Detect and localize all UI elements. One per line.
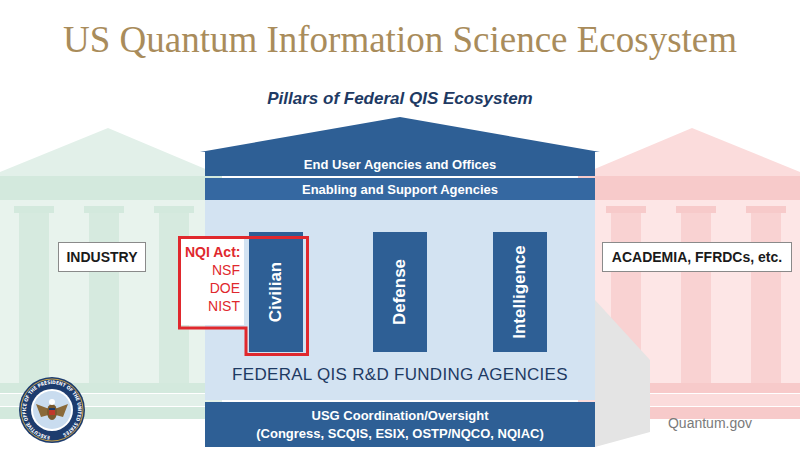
roof [200, 117, 600, 152]
callout-heading: NQI Act: [185, 243, 240, 261]
source-wrap: Quantum.gov [640, 414, 780, 432]
source-url: Quantum.gov [668, 415, 752, 431]
end-user-band: End User Agencies and Offices [205, 152, 595, 176]
coordination-band: USG Coordination/Oversight(Congress, SCQ… [205, 402, 595, 447]
decoration [0, 128, 222, 176]
decoration [21, 379, 83, 441]
decoration [49, 408, 55, 415]
funding-label: FEDERAL QIS R&D FUNDING AGENCIES [232, 365, 568, 385]
decoration [33, 391, 71, 429]
coordination-label: (Congress, SCQIS, ESIX, OSTP/NQCO, NQIAC… [256, 425, 544, 443]
eop-seal: EXECUTIVE OFFICE OF THE PRESIDENT OF THE… [19, 377, 85, 443]
nqi-act-callout: NQI Act:NSF DOE NIST Civilian [178, 236, 309, 356]
defense-pillar: Defense [373, 232, 427, 352]
funding-agencies-panel: FEDERAL QIS R&D FUNDING AGENCIESNQI Act:… [205, 200, 595, 400]
decoration [676, 206, 716, 213]
agency-list: NSF DOE NIST [204, 261, 240, 315]
decoration [578, 128, 800, 176]
title: US Quantum Information Science Ecosystem [63, 18, 737, 61]
callout-panel: NQI Act:NSF DOE NIST [181, 239, 244, 325]
decoration [19, 377, 85, 443]
band-label: End User Agencies and Offices [304, 157, 496, 172]
decoration [746, 206, 786, 213]
decoration [47, 404, 57, 420]
seal-text: EXECUTIVE OFFICE OF THE PRESIDENT OF THE… [21, 379, 83, 441]
decoration [49, 399, 55, 405]
band-label: Enabling and Support Agencies [302, 182, 498, 197]
decoration [19, 213, 49, 383]
decoration [154, 206, 194, 213]
enabling-band: Enabling and Support Agencies [205, 178, 595, 200]
callout-outline [178, 236, 309, 356]
civilian-pillar: Civilian [249, 232, 303, 352]
decoration [681, 213, 711, 383]
box-label: INDUSTRY [66, 249, 137, 265]
pillar-label: Intelligence [510, 245, 530, 339]
industry-box: INDUSTRY [58, 242, 146, 272]
decoration [751, 213, 781, 383]
intelligence-pillar: Intelligence [493, 232, 547, 352]
decoration [89, 213, 119, 383]
academia-box: ACADEMIA, FFRDCs, etc. [602, 242, 792, 272]
seal-text: EXECUTIVE OFFICE OF THE PRESIDENT OF THE… [21, 379, 83, 441]
decoration [14, 206, 54, 213]
roof-caption: Pillars of Federal QIS Ecosystem [267, 89, 533, 109]
decoration [578, 176, 800, 200]
coordination-label: USG Coordination/Oversight [312, 407, 489, 425]
decoration [606, 206, 646, 213]
decoration [84, 206, 124, 213]
roof-caption-wrap: Pillars of Federal QIS Ecosystem [150, 89, 650, 109]
pillar-label: Defense [390, 259, 410, 325]
decoration [31, 389, 73, 431]
decoration [49, 408, 55, 410]
building-shadow [595, 300, 650, 447]
title-wrap: US Quantum Information Science Ecosystem [0, 18, 800, 61]
pillar-label: Civilian [266, 262, 286, 322]
decoration [0, 176, 222, 200]
box-label: ACADEMIA, FFRDCs, etc. [612, 249, 782, 265]
